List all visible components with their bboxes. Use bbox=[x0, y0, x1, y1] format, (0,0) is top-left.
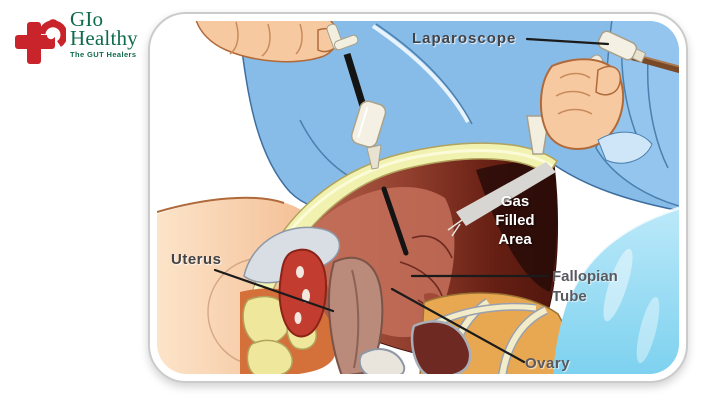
surgical-drape bbox=[553, 204, 679, 374]
logo-cross-icon bbox=[15, 19, 66, 64]
ovary-leader-line bbox=[390, 287, 526, 364]
brand-name-line1: GIo bbox=[70, 7, 104, 31]
surgeon-right-hand bbox=[539, 58, 653, 164]
logo: GIo Healthy The GUT Healers bbox=[14, 7, 138, 68]
uterus-body-shape bbox=[327, 257, 384, 374]
laparoscopy-illustration bbox=[157, 21, 679, 374]
pelvic-cross-section bbox=[240, 226, 384, 374]
uterus-shape bbox=[278, 248, 328, 338]
sleeve-cuff bbox=[597, 131, 653, 164]
trocar-tip bbox=[381, 186, 409, 256]
trocar-instrument bbox=[326, 23, 409, 256]
illustration-card bbox=[148, 12, 688, 383]
brand-tagline: The GUT Healers bbox=[70, 50, 137, 59]
laparoscope-light-beam bbox=[447, 162, 556, 237]
laparoscope-leader-line bbox=[525, 37, 610, 46]
uterus-leader-line bbox=[213, 268, 335, 313]
bowel-region bbox=[358, 292, 594, 374]
leader-lines bbox=[213, 37, 610, 364]
brand-name-line2: Healthy bbox=[70, 26, 138, 50]
